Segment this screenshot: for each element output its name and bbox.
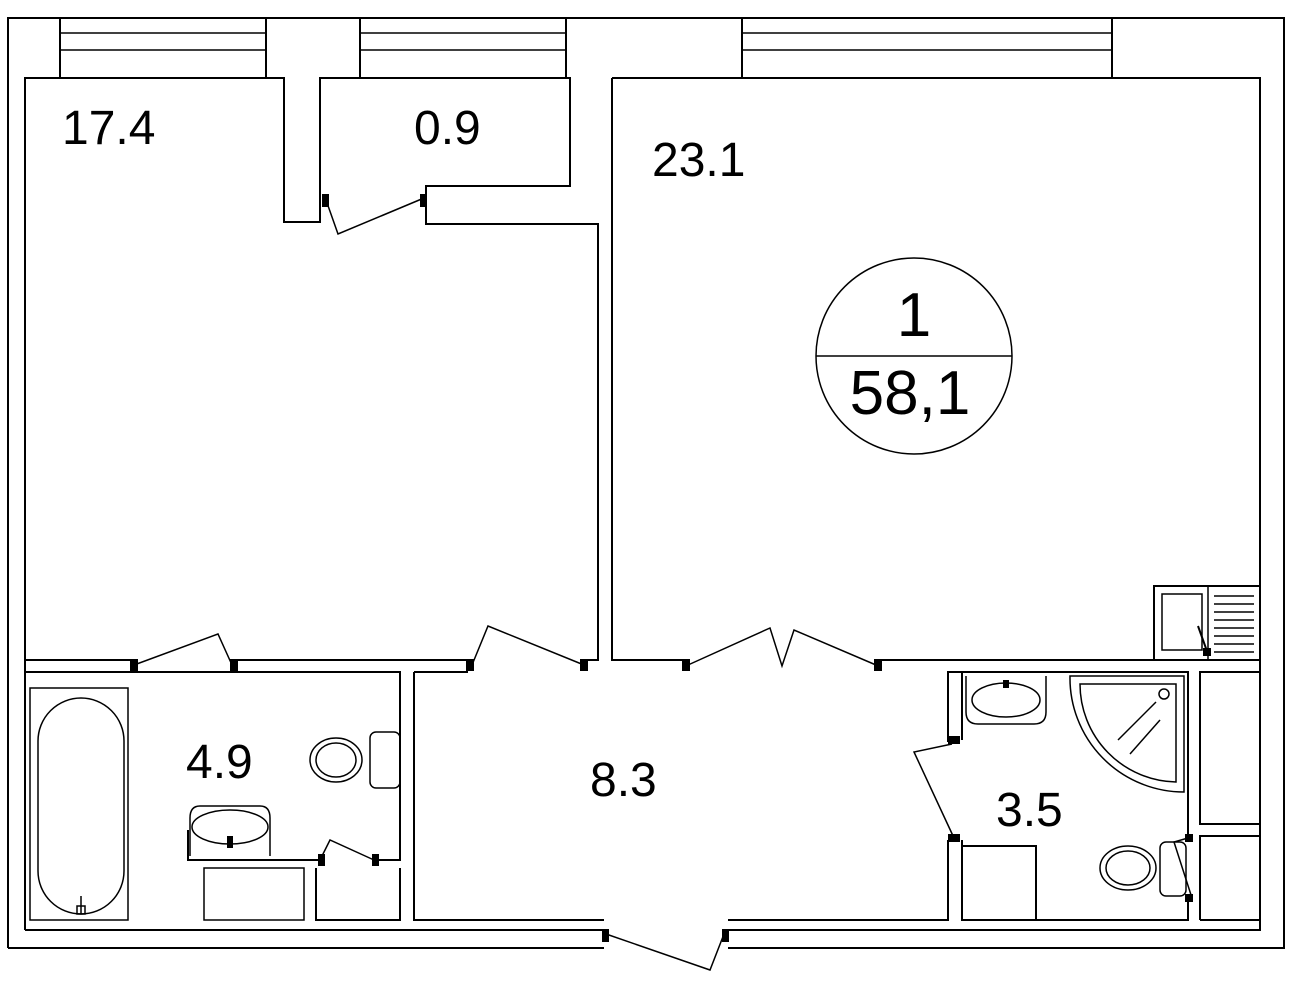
door-toilet — [1173, 834, 1193, 902]
room-area-label: 8.3 — [590, 754, 657, 807]
room-area-label: 4.9 — [186, 736, 253, 789]
apartment-badge: 1 58,1 — [815, 257, 1013, 455]
room-area-label: 23.1 — [652, 134, 745, 187]
exterior-walls — [7, 17, 1285, 949]
toilet-icon — [1099, 841, 1187, 897]
window — [360, 32, 566, 79]
door-room-left-hall — [466, 625, 588, 671]
bathtub-icon — [29, 687, 129, 921]
apartment-number: 1 — [897, 281, 931, 350]
door-pantry — [322, 194, 427, 235]
room-labels: 17.4 0.9 23.1 4.9 8.3 3.5 — [62, 102, 1063, 837]
door-room-right — [682, 626, 882, 671]
room-area-label: 0.9 — [414, 102, 481, 155]
windows — [60, 32, 1112, 79]
room-area-label: 3.5 — [996, 784, 1063, 837]
sink-icon — [189, 805, 271, 856]
window — [60, 32, 266, 79]
doors — [130, 194, 1193, 971]
stove-icon — [1197, 595, 1254, 656]
door-bathroom — [318, 839, 379, 866]
room-area-label: 17.4 — [62, 102, 155, 155]
shower-icon — [1069, 675, 1185, 793]
window — [742, 32, 1112, 79]
total-area: 58,1 — [850, 359, 971, 428]
toilet-icon — [309, 731, 401, 789]
door-shower-room — [912, 736, 960, 842]
door-entrance — [602, 929, 729, 971]
washing-machine-icon — [203, 867, 305, 921]
sink-icon — [965, 676, 1047, 725]
door-room-left — [130, 633, 238, 671]
